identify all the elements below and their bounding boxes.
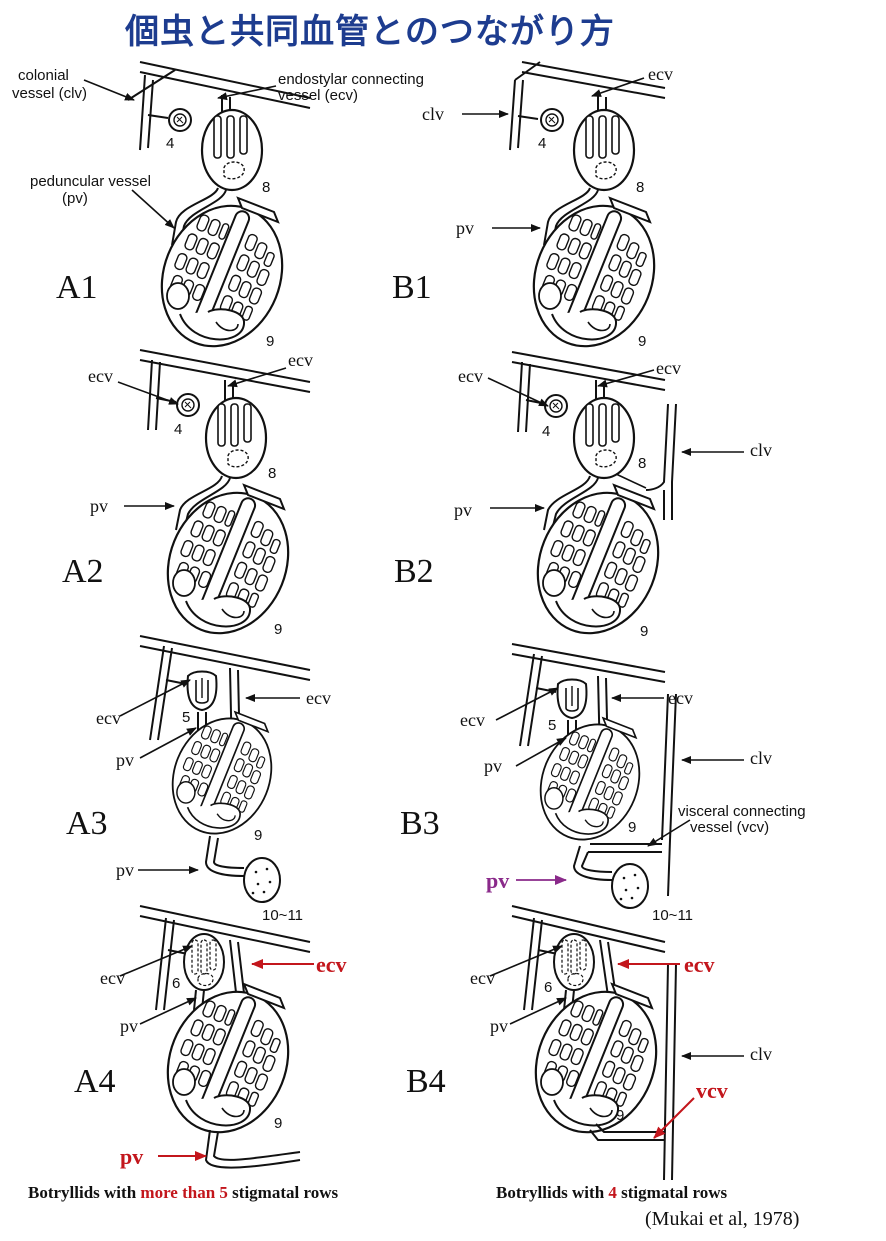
label-colonial-vessel-line1: colonial — [18, 67, 69, 84]
panel-b4 — [489, 905, 744, 1181]
label-pv-b3-highlight: pv — [486, 868, 509, 893]
stage-4-a1: 4 — [166, 135, 174, 152]
stage-9-a3: 9 — [254, 827, 262, 844]
panel-label-a3: A3 — [66, 805, 108, 842]
label-pv-b1: pv — [456, 218, 474, 238]
label-ecv-b3-left: ecv — [460, 710, 485, 730]
label-ecv-a4-highlight: ecv — [316, 952, 347, 977]
label-pv-b2: pv — [454, 500, 472, 520]
label-pv-b4: pv — [490, 1016, 508, 1036]
stage-9-b2: 9 — [640, 623, 648, 640]
panel-a3 — [119, 635, 311, 903]
label-ecv-b4-highlight: ecv — [684, 952, 715, 977]
stage-6-a4: 6 — [172, 975, 180, 992]
panel-b3 — [495, 643, 744, 909]
label-endostylar-line1: endostylar connecting — [278, 71, 424, 88]
label-ecv-b2-left: ecv — [458, 366, 483, 386]
panel-a4 — [119, 905, 314, 1169]
stage-9-a4: 9 — [274, 1115, 282, 1132]
stage-5-a3: 5 — [182, 709, 190, 726]
panel-label-a1: A1 — [56, 269, 98, 306]
caption-right: Botryllids with 4 stigmatal rows — [496, 1183, 727, 1203]
label-pv-a4-upper: pv — [120, 1016, 138, 1036]
label-pv-a4-highlight: pv — [120, 1144, 143, 1169]
panel-b2 — [487, 351, 744, 653]
caption-right-highlight: 4 — [608, 1183, 617, 1202]
label-pv-a2: pv — [90, 496, 108, 516]
caption-right-prefix: Botryllids with — [496, 1183, 609, 1202]
label-pv-a3-lower: pv — [116, 860, 134, 880]
caption-right-suffix: stigmatal rows — [616, 1183, 728, 1202]
label-ecv-b4-left: ecv — [470, 968, 495, 988]
stage-4-a2: 4 — [174, 421, 182, 438]
panel-label-a4: A4 — [74, 1063, 116, 1100]
label-colonial-vessel-line2: vessel (clv) — [12, 85, 87, 102]
stage-6-b4: 6 — [544, 979, 552, 996]
label-clv-b3: clv — [750, 748, 772, 768]
label-endostylar-line2: vessel (ecv) — [278, 87, 358, 104]
stage-8-b2: 8 — [638, 455, 646, 472]
label-ecv-a3-left: ecv — [96, 708, 121, 728]
stage-10-11-b3: 10~11 — [652, 907, 693, 924]
label-ecv-b1: ecv — [648, 64, 673, 84]
label-peduncular-line1: peduncular vessel — [30, 173, 151, 190]
label-visceral-line2: vessel (vcv) — [690, 819, 769, 836]
stage-10-11-a3: 10~11 — [262, 907, 303, 924]
stage-8-a2: 8 — [268, 465, 276, 482]
panel-label-b3: B3 — [400, 805, 440, 842]
stage-9-a1: 9 — [266, 333, 274, 350]
panel-label-a2: A2 — [62, 553, 104, 590]
panel-a2 — [117, 349, 311, 653]
stage-4-b2: 4 — [542, 423, 550, 440]
caption-left-suffix: stigmatal rows — [227, 1183, 339, 1202]
caption-left-highlight: more than 5 — [140, 1183, 228, 1202]
label-clv-b4: clv — [750, 1044, 772, 1064]
citation: (Mukai et al, 1978) — [645, 1208, 800, 1230]
page-title: 個虫と共同血管とのつながり方 — [125, 12, 615, 52]
stage-9-b4: 9 — [616, 1107, 624, 1124]
label-pv-a3-upper: pv — [116, 750, 134, 770]
stage-4-b1: 4 — [538, 135, 546, 152]
panel-b1 — [462, 61, 676, 366]
stage-8-a1: 8 — [262, 179, 270, 196]
label-ecv-b3-right: ecv — [668, 688, 693, 708]
label-pv-b3-upper: pv — [484, 756, 502, 776]
caption-left-prefix: Botryllids with — [28, 1183, 141, 1202]
stage-9-a2: 9 — [274, 621, 282, 638]
panel-label-b2: B2 — [394, 553, 434, 590]
stage-9-b3: 9 — [628, 819, 636, 836]
panel-label-b4: B4 — [406, 1063, 446, 1100]
stage-5-b3: 5 — [548, 717, 556, 734]
stage-9-b1: 9 — [638, 333, 646, 350]
stage-8-b1: 8 — [636, 179, 644, 196]
label-ecv-a2-right: ecv — [288, 350, 313, 370]
label-vcv-b4-highlight: vcv — [696, 1078, 728, 1103]
label-clv-b2: clv — [750, 440, 772, 460]
label-ecv-a3-right: ecv — [306, 688, 331, 708]
label-peduncular-line2: (pv) — [62, 190, 88, 207]
label-ecv-a4-left: ecv — [100, 968, 125, 988]
panel-a1 — [83, 61, 311, 366]
label-ecv-a2-left: ecv — [88, 366, 113, 386]
label-visceral-line1: visceral connecting — [678, 803, 806, 820]
caption-left: Botryllids with more than 5 stigmatal ro… — [28, 1183, 338, 1203]
label-clv-b1: clv — [422, 104, 444, 124]
panel-label-b1: B1 — [392, 269, 432, 306]
label-ecv-b2-right: ecv — [656, 358, 681, 378]
